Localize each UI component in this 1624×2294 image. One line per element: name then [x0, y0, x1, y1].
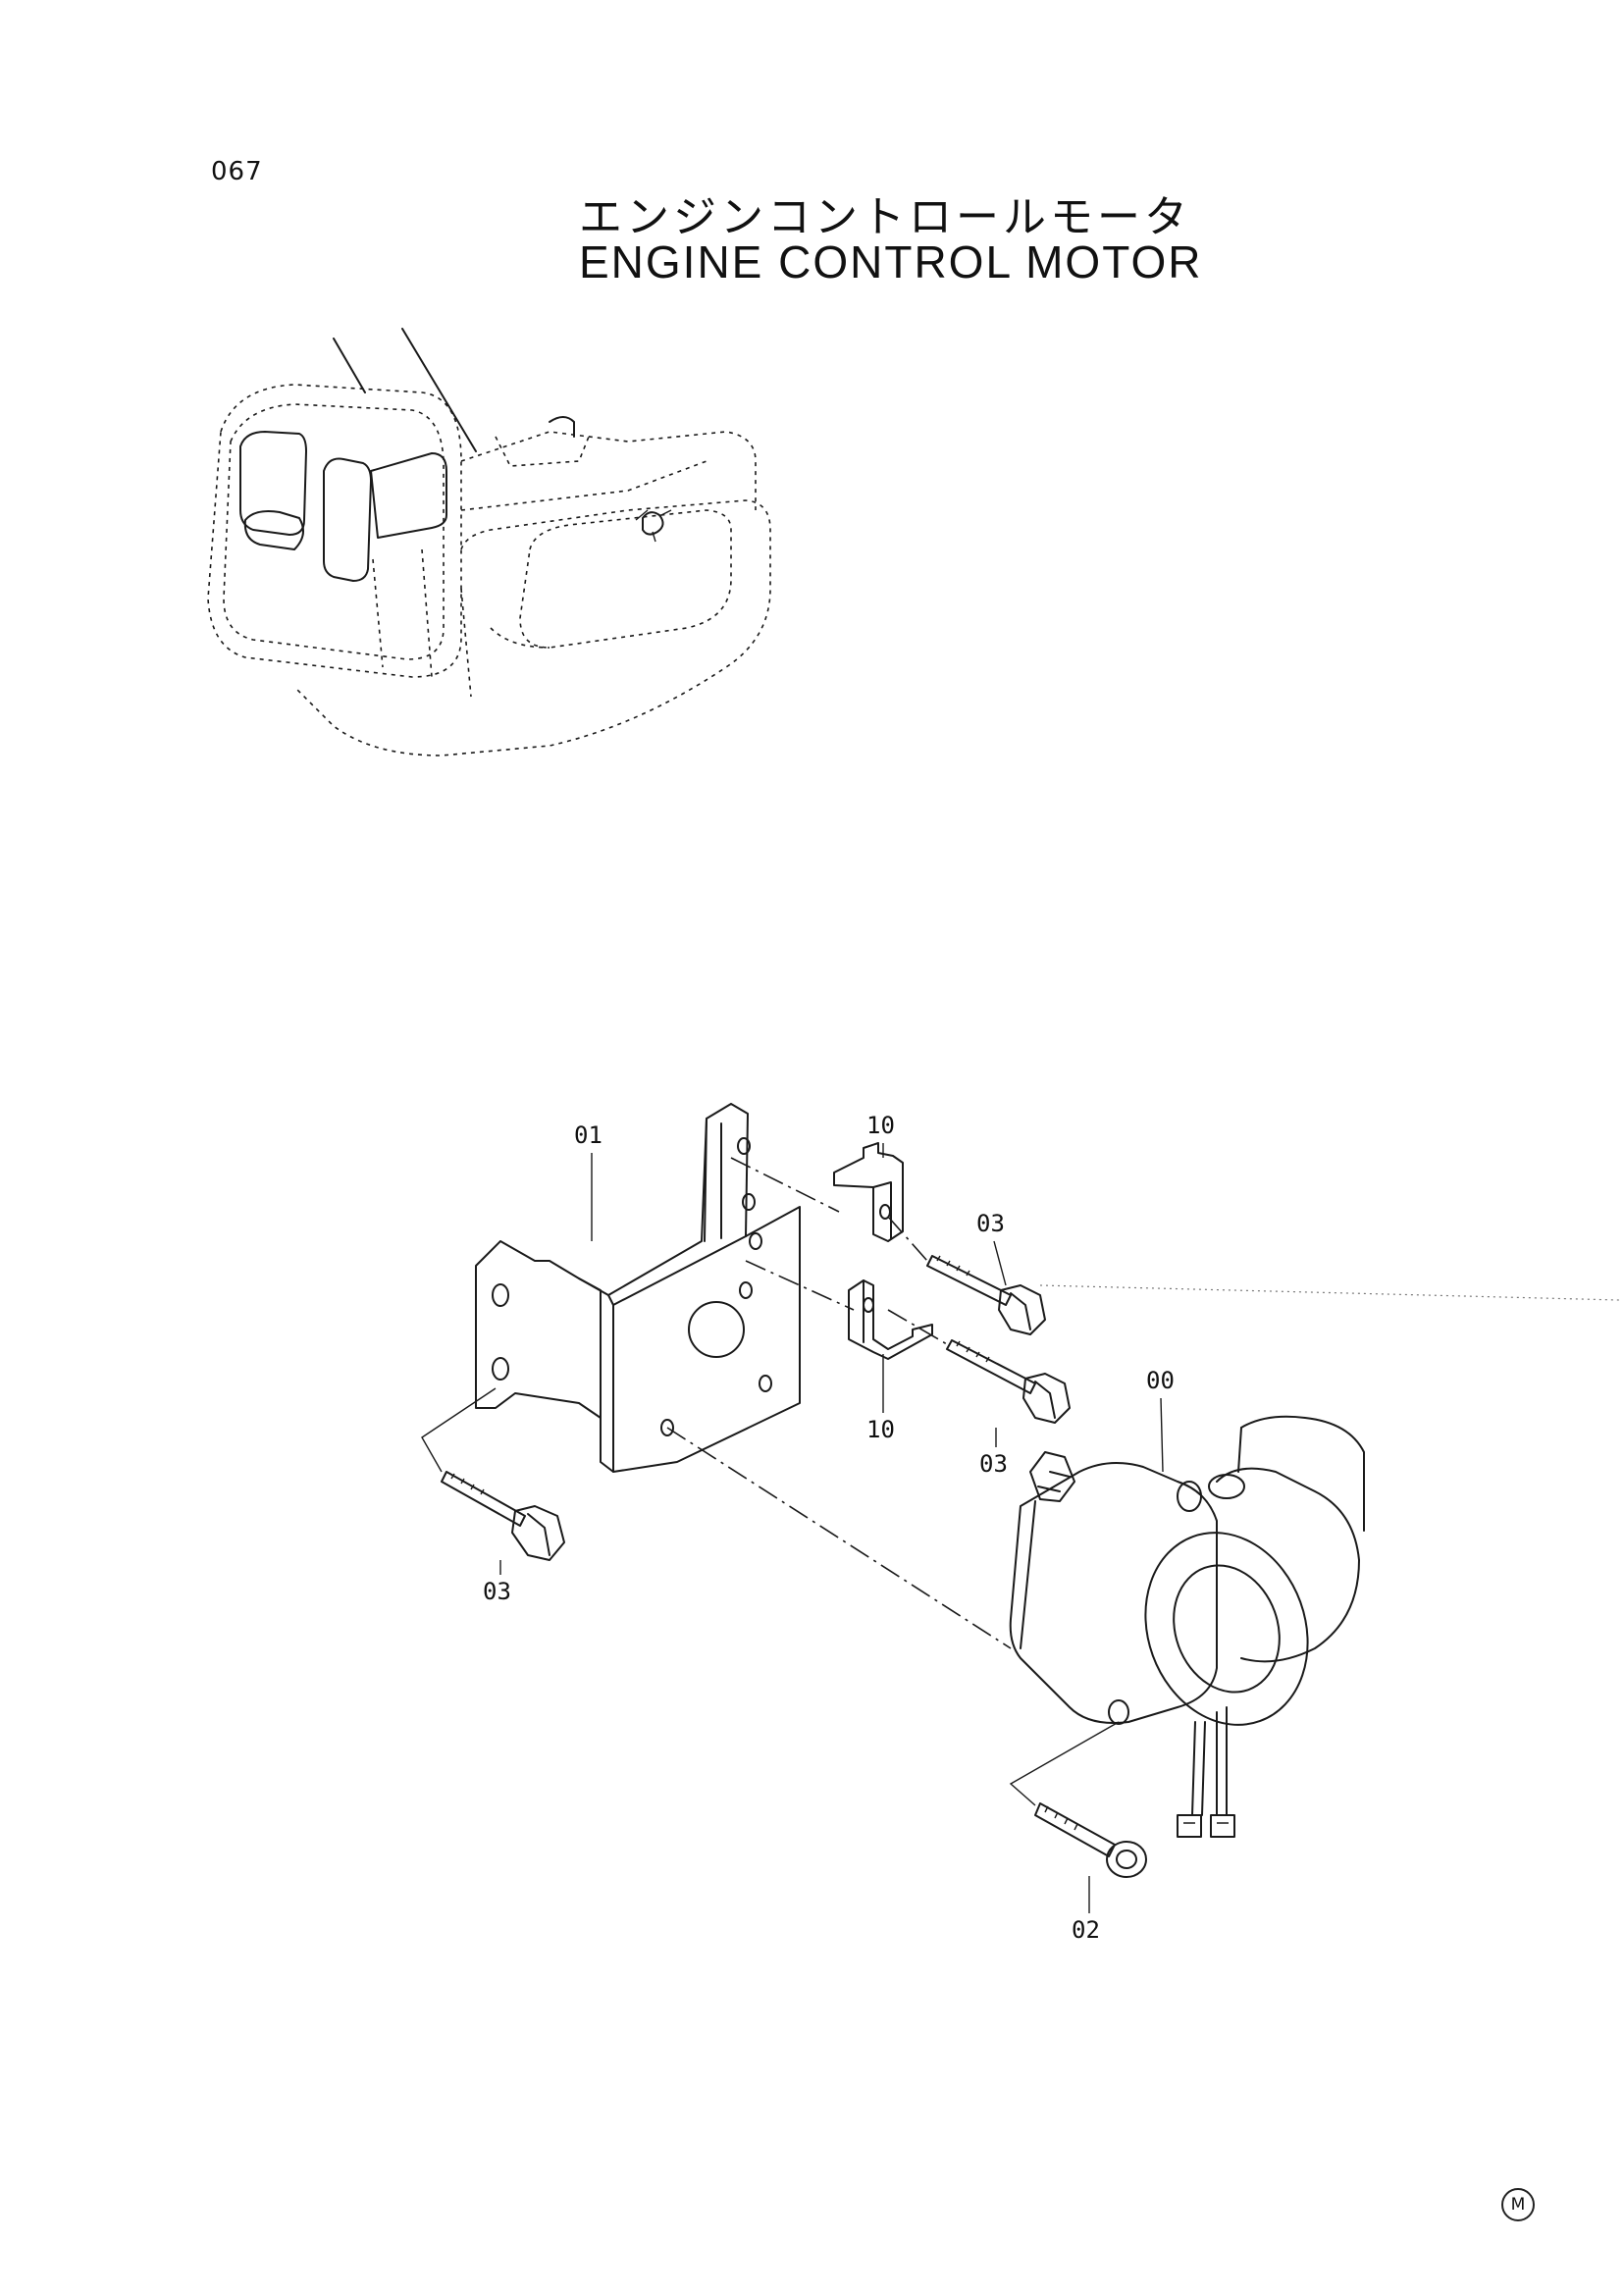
- label-part-10-upper: 10: [866, 1112, 895, 1139]
- label-part-00: 00: [1146, 1367, 1175, 1394]
- title-japanese: エンジンコントロールモータ: [579, 192, 1191, 242]
- bolt-part-03-middle: [946, 1339, 1071, 1424]
- label-part-02: 02: [1072, 1916, 1100, 1944]
- assembly-lines: [421, 1143, 1620, 1913]
- excavator-overview-illustration: [207, 328, 771, 756]
- label-part-03-lower: 03: [483, 1578, 511, 1605]
- plate-part-10-lower: [848, 1279, 933, 1360]
- label-part-03-upper: 03: [976, 1210, 1005, 1237]
- bolt-part-02: [1034, 1802, 1147, 1878]
- label-part-03-middle: 03: [979, 1450, 1008, 1478]
- corner-marker: M: [1501, 2188, 1535, 2221]
- engine-control-motor-part-00: [1009, 1415, 1365, 1838]
- title-english: ENGINE CONTROL MOTOR: [579, 236, 1203, 287]
- plate-part-10-upper: [833, 1142, 904, 1242]
- page-number: 067: [211, 157, 263, 186]
- bracket-part-01: [475, 1103, 801, 1473]
- bolt-part-03-lower: [441, 1471, 565, 1561]
- label-part-01: 01: [574, 1121, 602, 1149]
- label-part-10-lower: 10: [866, 1416, 895, 1443]
- bolt-part-03-upper: [926, 1255, 1046, 1335]
